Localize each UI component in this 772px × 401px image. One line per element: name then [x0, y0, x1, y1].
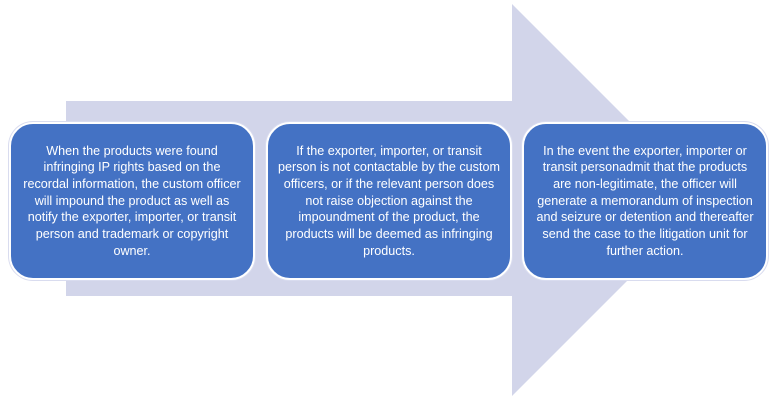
step-box-litigation: In the event the exporter, importer or t…: [522, 122, 768, 280]
step-box-impound: When the products were found infringing …: [9, 122, 255, 280]
step-text-deemed-infringing: If the exporter, importer, or transit pe…: [278, 143, 500, 258]
step-text-impound: When the products were found infringing …: [23, 143, 241, 258]
step-text-litigation: In the event the exporter, importer or t…: [536, 143, 754, 258]
step-box-deemed-infringing: If the exporter, importer, or transit pe…: [266, 122, 512, 280]
